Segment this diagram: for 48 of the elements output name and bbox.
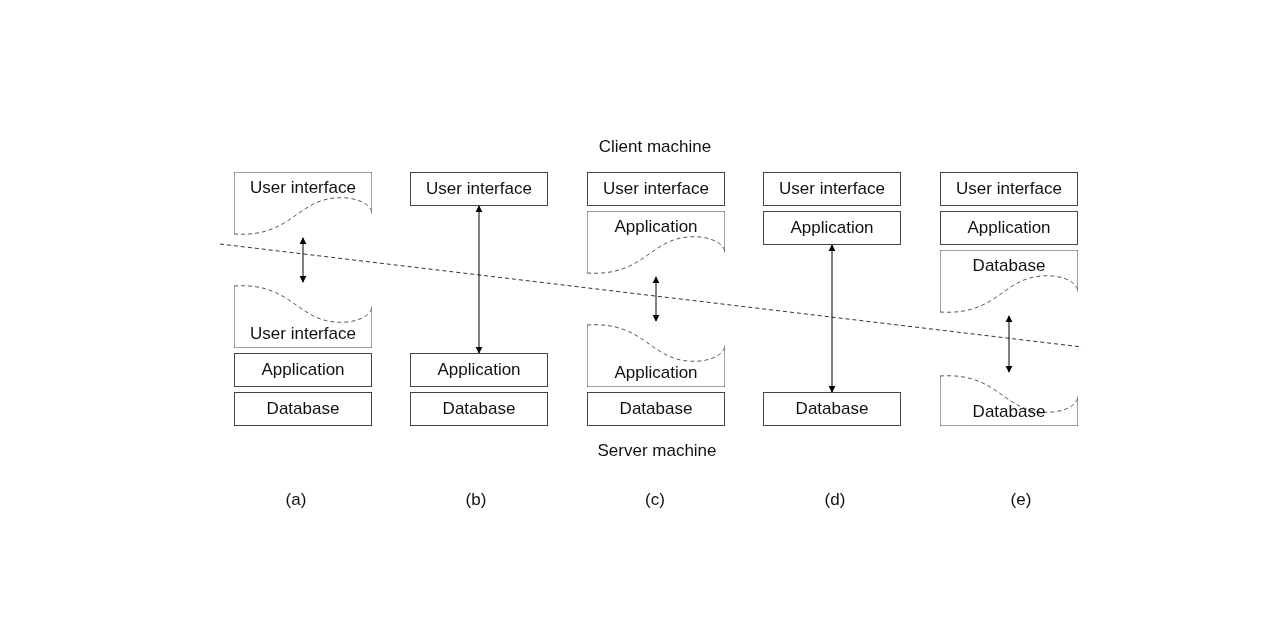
double-arrow (475, 205, 483, 354)
box-label: User interface (426, 178, 532, 200)
double-arrow (1005, 315, 1013, 373)
component-box (410, 392, 548, 426)
figure-part-label: (c) (645, 489, 665, 512)
component-box (940, 211, 1078, 245)
double-arrow (299, 237, 307, 283)
box-label: Database (266, 398, 340, 420)
box-label: User interface (250, 322, 356, 344)
figure-part-label: (a) (285, 489, 307, 512)
double-arrow (828, 244, 836, 393)
box-label: Application (261, 359, 345, 381)
component-box (410, 353, 548, 387)
cut-component-box (587, 321, 725, 387)
component-box (234, 353, 372, 387)
machine-label: Server machine (597, 440, 717, 463)
cut-component-box (940, 250, 1078, 316)
figure-part-label: (b) (465, 489, 487, 512)
component-box (410, 172, 548, 206)
component-box (234, 392, 372, 426)
component-box (587, 392, 725, 426)
box-label: Database (972, 255, 1046, 277)
box-label: Application (790, 217, 874, 239)
box-label: Application (614, 216, 698, 238)
component-box (763, 211, 901, 245)
cut-component-box (587, 211, 725, 277)
cut-component-box (234, 172, 372, 238)
box-label: Database (795, 398, 869, 420)
component-box (940, 172, 1078, 206)
cut-component-box (940, 372, 1078, 426)
component-box (763, 172, 901, 206)
box-label: Application (614, 361, 698, 383)
cut-component-box (234, 282, 372, 348)
box-label: User interface (603, 178, 709, 200)
component-box (587, 172, 725, 206)
box-label: Database (442, 398, 516, 420)
component-box (763, 392, 901, 426)
figure-part-label: (e) (1010, 489, 1032, 512)
double-arrow (652, 276, 660, 322)
box-label: Application (437, 359, 521, 381)
box-label: Database (619, 398, 693, 420)
box-label: User interface (956, 178, 1062, 200)
box-label: Application (967, 217, 1051, 239)
machine-label: Client machine (598, 136, 712, 159)
figure-part-label: (d) (824, 489, 846, 512)
box-label: User interface (250, 177, 356, 199)
box-label: Database (972, 400, 1046, 422)
box-label: User interface (779, 178, 885, 200)
